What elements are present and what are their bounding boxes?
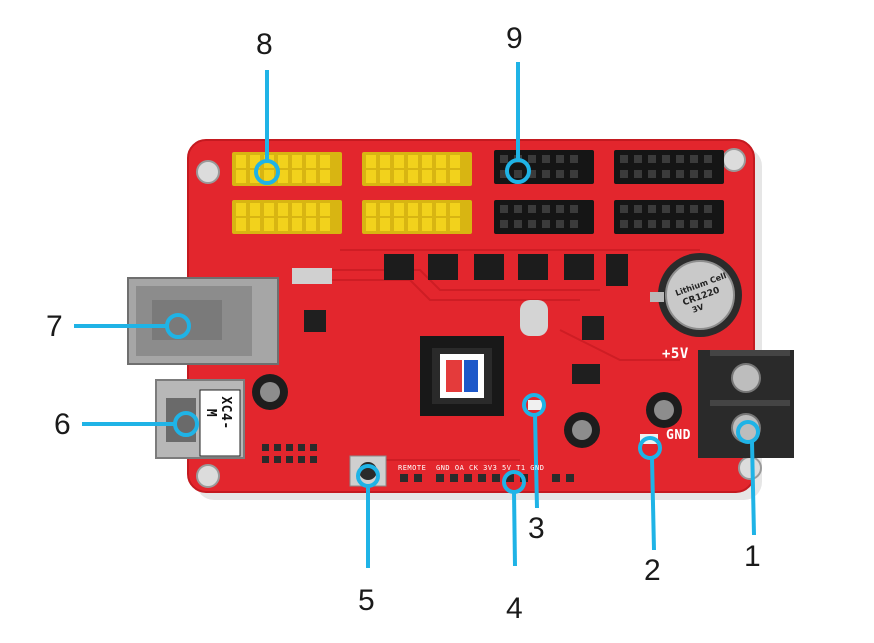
callout-9: 9 (506, 22, 523, 55)
callout-7: 7 (46, 310, 63, 343)
driver-ics (384, 254, 628, 286)
gnd-label: GND (666, 428, 691, 443)
led-status (528, 400, 542, 410)
power-terminal (698, 350, 794, 458)
callout-3: 3 (528, 512, 545, 545)
plus5v-label: +5V (662, 346, 689, 362)
remote-label: REMOTE (398, 464, 427, 472)
callout-2: 2 (644, 554, 661, 587)
bottom-pin-header (400, 474, 574, 482)
callout-8: 8 (256, 28, 273, 61)
small-ics (292, 268, 604, 384)
left-small-header (262, 444, 317, 463)
yellow-hub-headers (232, 152, 472, 234)
mounting-holes (196, 148, 762, 488)
callout-lines (74, 62, 756, 568)
callout-1: 1 (744, 540, 761, 573)
callout-4: 4 (506, 592, 523, 625)
ethernet-port (127, 277, 279, 365)
coin-battery (650, 253, 742, 337)
pin-header-label: GND OA CK 3V3 5V T1 GND (436, 464, 545, 472)
callout-6: 6 (54, 408, 71, 441)
black-hub-headers (494, 150, 724, 234)
callout-5: 5 (358, 584, 375, 617)
reset-button (349, 455, 387, 487)
main-mcu (420, 336, 504, 416)
model-label: XC4-M (203, 396, 233, 430)
capacitors (252, 374, 682, 448)
usb-port (155, 379, 245, 459)
